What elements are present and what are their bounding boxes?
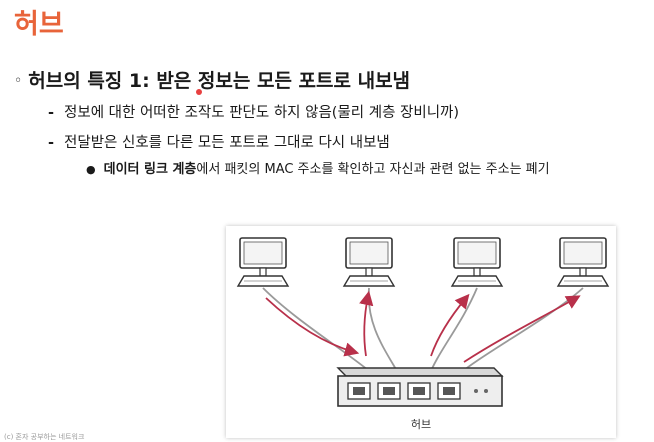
hub-device-icon [336, 367, 504, 407]
footer-note: (c) 혼자 공부하는 네트워크 [4, 433, 85, 441]
sub-bullet-2-text: 전달받은 신호를 다른 모든 포트로 그대로 다시 내보냄 [64, 135, 390, 151]
incoming-arrow [265, 297, 360, 357]
main-bullet-text: 허브의 특징 1: 받은 정보는 모든 포트로 내보냄 [28, 70, 411, 92]
hub-figure: 허브 [226, 226, 616, 438]
outgoing-arrow [359, 290, 374, 357]
computer-icon [556, 237, 610, 287]
sub-bullet-2: -전달받은 신호를 다른 모든 포트로 그대로 다시 내보냄 [48, 131, 390, 152]
network-cable [453, 287, 584, 379]
dash-bullet-icon: - [48, 105, 55, 121]
detail-rest-text: 에서 패킷의 MAC 주소를 확인하고 자신과 관련 없는 주소는 폐기 [196, 162, 550, 177]
network-cable [367, 287, 402, 379]
computer-icon [236, 237, 290, 287]
detail-bullet: ● 데이터 링크 계층에서 패킷의 MAC 주소를 확인하고 자신과 관련 없는 … [86, 158, 550, 177]
outgoing-arrow [463, 295, 581, 363]
slide-title: 허브 [14, 9, 64, 40]
dash-bullet-icon: - [48, 135, 55, 151]
outgoing-arrow [430, 293, 470, 357]
computer-icon [450, 237, 504, 287]
hub-diagram: 허브 [236, 237, 610, 431]
network-cable [427, 287, 478, 379]
circle-bullet-icon: ◦ [14, 73, 23, 89]
main-bullet: ◦ 허브의 특징 1: 받은 정보는 모든 포트로 내보냄 [14, 66, 410, 93]
dot-bullet-icon: ● [86, 163, 96, 176]
hub-label: 허브 [411, 418, 431, 431]
sub-bullet-1-text: 정보에 대한 어떠한 조작도 판단도 하지 않음(물리 계층 장비니까) [64, 105, 460, 121]
sub-bullet-1: -정보에 대한 어떠한 조작도 판단도 하지 않음(물리 계층 장비니까) [48, 101, 459, 122]
cursor-pointer-dot [196, 89, 202, 95]
computer-icon [342, 237, 396, 287]
detail-bold-text: 데이터 링크 계층 [103, 162, 197, 177]
network-cable [262, 287, 379, 379]
